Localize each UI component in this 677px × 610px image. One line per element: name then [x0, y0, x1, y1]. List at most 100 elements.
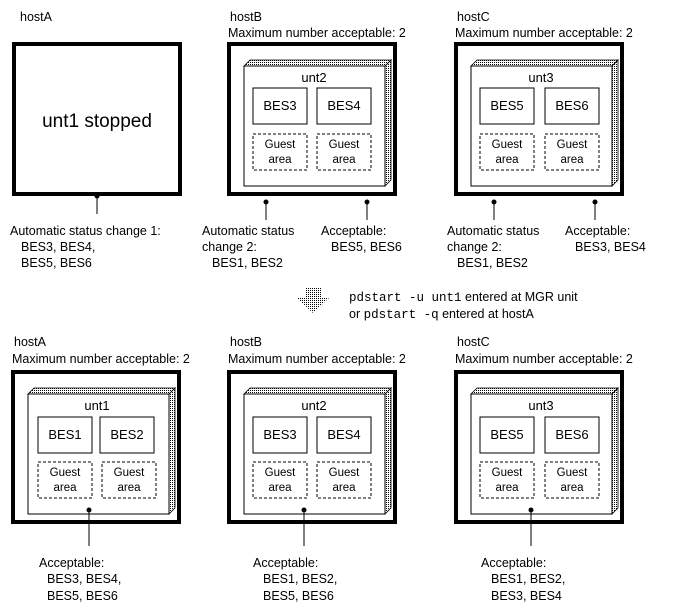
bottom-hostB-bes-box-1: [252, 416, 308, 454]
top-hostB-guest-1a: Guest: [265, 139, 296, 151]
bottom-hostC-bes-1: BES5: [490, 427, 523, 442]
top-hostB-note-right-1: Acceptable:: [321, 224, 386, 238]
command-or-text: or: [349, 307, 364, 321]
top-hostC-note-left-1: Automatic status: [447, 224, 539, 238]
top-hostA-pointer-dot: [94, 193, 100, 199]
bottom-hostC-unit-box: [470, 393, 613, 515]
bottom-hostC-note-3: BES3, BES4: [491, 589, 562, 603]
bottom-hostC-label: hostC: [457, 335, 490, 349]
top-hostA-note-3: BES5, BES6: [21, 256, 92, 270]
bottom-hostA-guest-2a: Guest: [114, 467, 145, 479]
bottom-hostA-note-3: BES5, BES6: [47, 589, 118, 603]
top-hostC-pointer-right-dot: [592, 199, 598, 205]
bottom-hostB-bes-2: BES4: [327, 427, 360, 442]
bottom-hostB-note-1: Acceptable:: [253, 556, 318, 570]
bottom-hostA-max: Maximum number acceptable: 2: [12, 352, 190, 366]
bottom-hostC-bes-box-1: [479, 416, 535, 454]
command-1-text: entered at MGR unit: [462, 290, 579, 304]
top-hostB-guest-box-2: [316, 133, 372, 171]
top-hostA-label: hostA: [20, 10, 53, 24]
bottom-hostB-max: Maximum number acceptable: 2: [228, 352, 406, 366]
top-hostC-unit-box: [470, 65, 613, 187]
bottom-hostA-note-2: BES3, BES4,: [47, 572, 121, 586]
top-hostC-bes-2: BES6: [555, 98, 588, 113]
command-line-1: pdstart -u unt1 entered at MGR unit: [349, 290, 578, 305]
bottom-hostA-bes-1: BES1: [48, 427, 81, 442]
bottom-hostB-unit-box: [243, 393, 386, 515]
bottom-hostB-unit-3d-side: [384, 387, 392, 515]
top-hostB-bes-1: BES3: [263, 98, 296, 113]
bottom-hostA-guest-1b: area: [53, 482, 77, 494]
top-hostC-guest-2b: area: [560, 154, 584, 166]
top-hostC-bes-box-2: [544, 87, 600, 125]
top-hostB-label: hostB: [230, 10, 262, 24]
bottom-hostB-guest-2a: Guest: [329, 467, 360, 479]
bottom-hostC-box: [454, 370, 624, 524]
top-hostC-guest-1a: Guest: [492, 139, 523, 151]
bottom-hostA-guest-2b: area: [117, 482, 141, 494]
top-hostA-status: unt1 stopped: [42, 111, 152, 132]
top-hostB-note-left-3: BES1, BES2: [212, 256, 283, 270]
bottom-hostB-guest-1a: Guest: [265, 467, 296, 479]
top-hostB-box: [227, 42, 397, 196]
command-2-text: entered at hostA: [439, 307, 535, 321]
bottom-hostB-guest-box-2: [316, 461, 372, 499]
bottom-hostB-guest-2b: area: [332, 482, 356, 494]
top-hostA-note-2: BES3, BES4,: [21, 240, 95, 254]
top-hostB-note-left-1: Automatic status: [202, 224, 294, 238]
top-hostB-bes-2: BES4: [327, 98, 360, 113]
bottom-hostC-unit-3d-top: [470, 387, 619, 395]
command-line-2: or pdstart -q entered at hostA: [349, 307, 534, 322]
top-hostC-guest-1b: area: [495, 154, 519, 166]
bottom-hostC-max: Maximum number acceptable: 2: [455, 352, 633, 366]
top-hostB-guest-box-1: [252, 133, 308, 171]
bottom-hostA-note-1: Acceptable:: [39, 556, 104, 570]
bottom-hostC-guest-1b: area: [495, 482, 519, 494]
top-hostC-label: hostC: [457, 10, 490, 24]
bottom-hostC-guest-2b: area: [560, 482, 584, 494]
top-hostB-guest-2a: Guest: [329, 139, 360, 151]
bottom-hostA-unit-box: [27, 393, 170, 515]
bottom-hostA-bes-box-1: [37, 416, 93, 454]
bottom-hostC-bes-2: BES6: [555, 427, 588, 442]
top-hostC-max: Maximum number acceptable: 2: [455, 26, 633, 40]
top-hostB-pointer-right-dot: [364, 199, 370, 205]
top-hostB-bes-box-2: [316, 87, 372, 125]
bottom-hostA-bes-2: BES2: [110, 427, 143, 442]
bottom-hostC-note-1: Acceptable:: [481, 556, 546, 570]
top-hostC-bes-1: BES5: [490, 98, 523, 113]
top-hostC-unit-label: unt3: [528, 70, 553, 85]
top-hostB-unit-box: [243, 65, 386, 187]
command-2-code: pdstart -q: [364, 308, 439, 322]
bottom-hostA-guest-1a: Guest: [50, 467, 81, 479]
bottom-hostB-note-2: BES1, BES2,: [263, 572, 337, 586]
top-hostB-unit-3d-side: [384, 59, 392, 187]
command-1-code: pdstart -u unt1: [349, 291, 462, 305]
bottom-hostA-unit-label: unt1: [84, 398, 109, 413]
top-hostC-unit-3d-top: [470, 59, 619, 67]
top-hostB-note-right-2: BES5, BES6: [331, 240, 402, 254]
bottom-hostB-guest-1b: area: [268, 482, 292, 494]
top-hostC-note-right-1: Acceptable:: [565, 224, 630, 238]
top-hostC-guest-box-2: [544, 133, 600, 171]
bottom-hostA-guest-box-2: [101, 461, 157, 499]
bottom-hostC-guest-box-2: [544, 461, 600, 499]
top-hostB-guest-2b: area: [332, 154, 356, 166]
bottom-hostA-box: [11, 370, 181, 524]
top-hostC-guest-2a: Guest: [557, 139, 588, 151]
top-hostB-note-left-2: change 2:: [202, 240, 257, 254]
bottom-hostB-unit-label: unt2: [301, 398, 326, 413]
down-arrow-icon: [297, 287, 329, 313]
bottom-hostA-label: hostA: [14, 335, 47, 349]
top-hostB-unit-label: unt2: [301, 70, 326, 85]
bottom-hostC-pointer-dot: [528, 507, 534, 513]
bottom-hostC-bes-box-2: [544, 416, 600, 454]
bottom-hostB-bes-1: BES3: [263, 427, 296, 442]
top-hostA-note-1: Automatic status change 1:: [10, 224, 161, 238]
top-hostB-guest-1b: area: [268, 154, 292, 166]
bottom-hostB-label: hostB: [230, 335, 262, 349]
bottom-hostB-unit-3d-top: [243, 387, 392, 395]
bottom-hostC-note-2: BES1, BES2,: [491, 572, 565, 586]
top-hostC-unit-3d-side: [611, 59, 619, 187]
